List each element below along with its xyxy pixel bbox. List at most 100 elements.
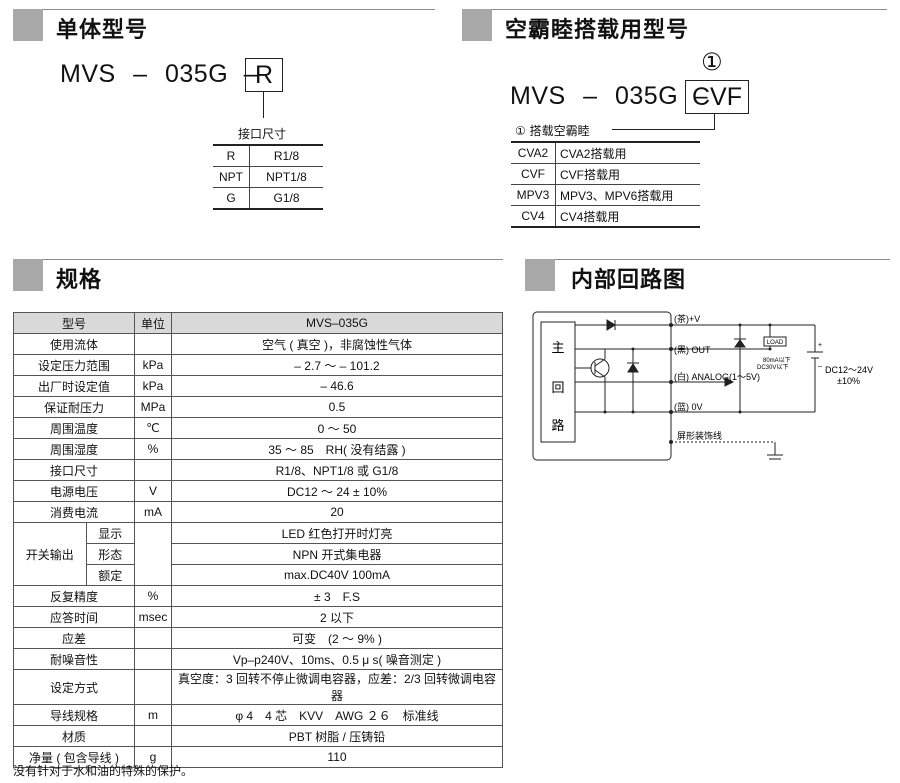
spec-cell-value: DC12 ～ 24 ± 10% — [171, 480, 503, 502]
spec-cell-value: R1/8、NPT1/8 或 G1/8 — [171, 459, 503, 481]
supply-tolerance: ±10% — [837, 376, 860, 386]
supply-voltage: DC12～24V — [825, 365, 873, 375]
spec-cell-item: 电源电压 — [13, 480, 135, 502]
spec-cell-item: 保证耐压力 — [13, 396, 135, 418]
circuit-diagram: 主 回 路 (茶)+V (黑) OUT (白) ANALOG(1～5V) (蓝)… — [532, 311, 873, 461]
supply-minus: – — [818, 363, 822, 370]
model-series: MVS — [60, 60, 116, 88]
section-marker — [462, 9, 492, 41]
spec-cell-value: φ 4 4 芯 KVV AWG ２６ 标准线 — [171, 704, 503, 726]
spec-cell-value: 空气 ( 真空 )，非腐蚀性气体 — [171, 333, 503, 355]
spec-cell-value: 2 以下 — [171, 606, 503, 628]
model-dash: – — [693, 82, 709, 110]
model-range: 035G — [615, 82, 679, 110]
table-row: 应差可变 (2 ～ 9% ) — [13, 627, 503, 649]
spec-cell-value: PBT 树脂 / 压铸铅 — [171, 725, 503, 747]
spec-cell-item: 设定压力范围 — [13, 354, 135, 376]
leader-line — [714, 113, 715, 130]
spec-cell-item: 设定方式 — [13, 669, 135, 705]
port-option-box: R — [245, 58, 283, 92]
table-row: 反复精度%± 3 F.S — [13, 585, 503, 607]
model-dash: – — [583, 82, 598, 110]
spec-cell-unit: msec — [134, 606, 172, 628]
spec-cell-item: 周围湿度 — [13, 438, 135, 460]
section-marker — [13, 9, 43, 41]
spec-cell-value: – 46.6 — [171, 375, 503, 397]
model-dash: – — [133, 60, 148, 88]
spec-cell-unit: mA — [134, 501, 172, 523]
table-row: 材质 PBT 树脂 / 压铸铅 — [13, 725, 503, 747]
load-note: DC30V以下 — [757, 364, 788, 371]
supply-plus: + — [818, 342, 822, 349]
spec-cell-value: 20 — [171, 501, 503, 523]
spec-cell-unit — [134, 669, 172, 705]
spec-cell-item: 出厂时设定值 — [13, 375, 135, 397]
table-header-row: 型号 单位 MVS–035G — [13, 312, 503, 334]
section-divider — [555, 259, 890, 260]
table-row: 形态 NPN 开式集电器 — [14, 543, 503, 565]
valve-option-box: CVF — [685, 80, 749, 114]
table-row: 使用流体 空气 ( 真空 )，非腐蚀性气体 — [13, 333, 503, 355]
load-label: LOAD — [767, 340, 784, 346]
spec-cell-item: 应答时间 — [13, 606, 135, 628]
circle-number: ① — [701, 48, 723, 76]
spec-cell-item: 材质 — [13, 725, 135, 747]
spec-cell-item: 反复精度 — [13, 585, 135, 607]
spec-cell-value: Vp–p240V、10ms、0.5 μ s( 噪音测定 ) — [171, 648, 503, 670]
spec-cell-item: 净量 ( 包含导线 ) — [13, 746, 135, 768]
table-row: 开关输出 显示 LED 红色打开时灯亮 — [13, 522, 503, 586]
spec-cell-item: 消费电流 — [13, 501, 135, 523]
valve-model-code: MVS – 035G – — [510, 82, 716, 111]
spec-cell-value: ± 3 F.S — [171, 585, 503, 607]
shield-label: 屏形装饰线 — [677, 430, 722, 441]
spec-cell-unit: % — [134, 585, 172, 607]
model-range: 035G — [165, 60, 229, 88]
spec-cell-unit — [134, 648, 172, 670]
single-model-code: MVS – 035G – — [60, 60, 266, 89]
wire-brown-label: (茶)+V — [674, 313, 700, 324]
spec-cell-unit: % — [134, 438, 172, 460]
spec-cell-item: 使用流体 — [13, 333, 135, 355]
table-row: 额定 max.DC40V 100mA — [14, 564, 503, 586]
spec-cell-value: – 2.7 ～ – 101.2 — [171, 354, 503, 376]
spec-cell-unit — [134, 627, 172, 649]
wire-white-label: (白) ANALOG(1～5V) — [674, 371, 760, 382]
table-row: 接口尺寸 R1/8、NPT1/8 或 G1/8 — [13, 459, 503, 481]
section-divider — [43, 9, 435, 10]
section-divider — [492, 9, 887, 10]
spec-cell-unit: kPa — [134, 375, 172, 397]
section-marker — [13, 259, 43, 291]
spec-cell-item: 应差 — [13, 627, 135, 649]
main-char: 路 — [551, 418, 564, 433]
section-title-spec: 规格 — [56, 268, 103, 293]
section-marker — [525, 259, 555, 291]
spec-cell-unit: kPa — [134, 354, 172, 376]
spec-cell-value: 真空度：3 回转不停止微调电容器，应差：2/3 回转微调电容器 — [171, 669, 503, 705]
section-divider — [43, 259, 503, 260]
footnote: 没有针对于水和油的特殊的保护。 — [13, 764, 194, 778]
main-char: 主 — [551, 340, 564, 355]
model-series: MVS — [510, 82, 566, 110]
spec-cell-item: 周围温度 — [13, 417, 135, 439]
model-dash: – — [243, 60, 259, 88]
section-title-valve-model: 空霸睦搭载用型号 — [505, 18, 690, 43]
spec-cell-unit: MPa — [134, 396, 172, 418]
sensor-housing — [532, 311, 672, 461]
spec-cell-item: 接口尺寸 — [13, 459, 135, 481]
valve-mount-label: ① 搭载空霸睦 — [515, 124, 590, 138]
section-title-circuit: 内部回路图 — [571, 268, 687, 293]
